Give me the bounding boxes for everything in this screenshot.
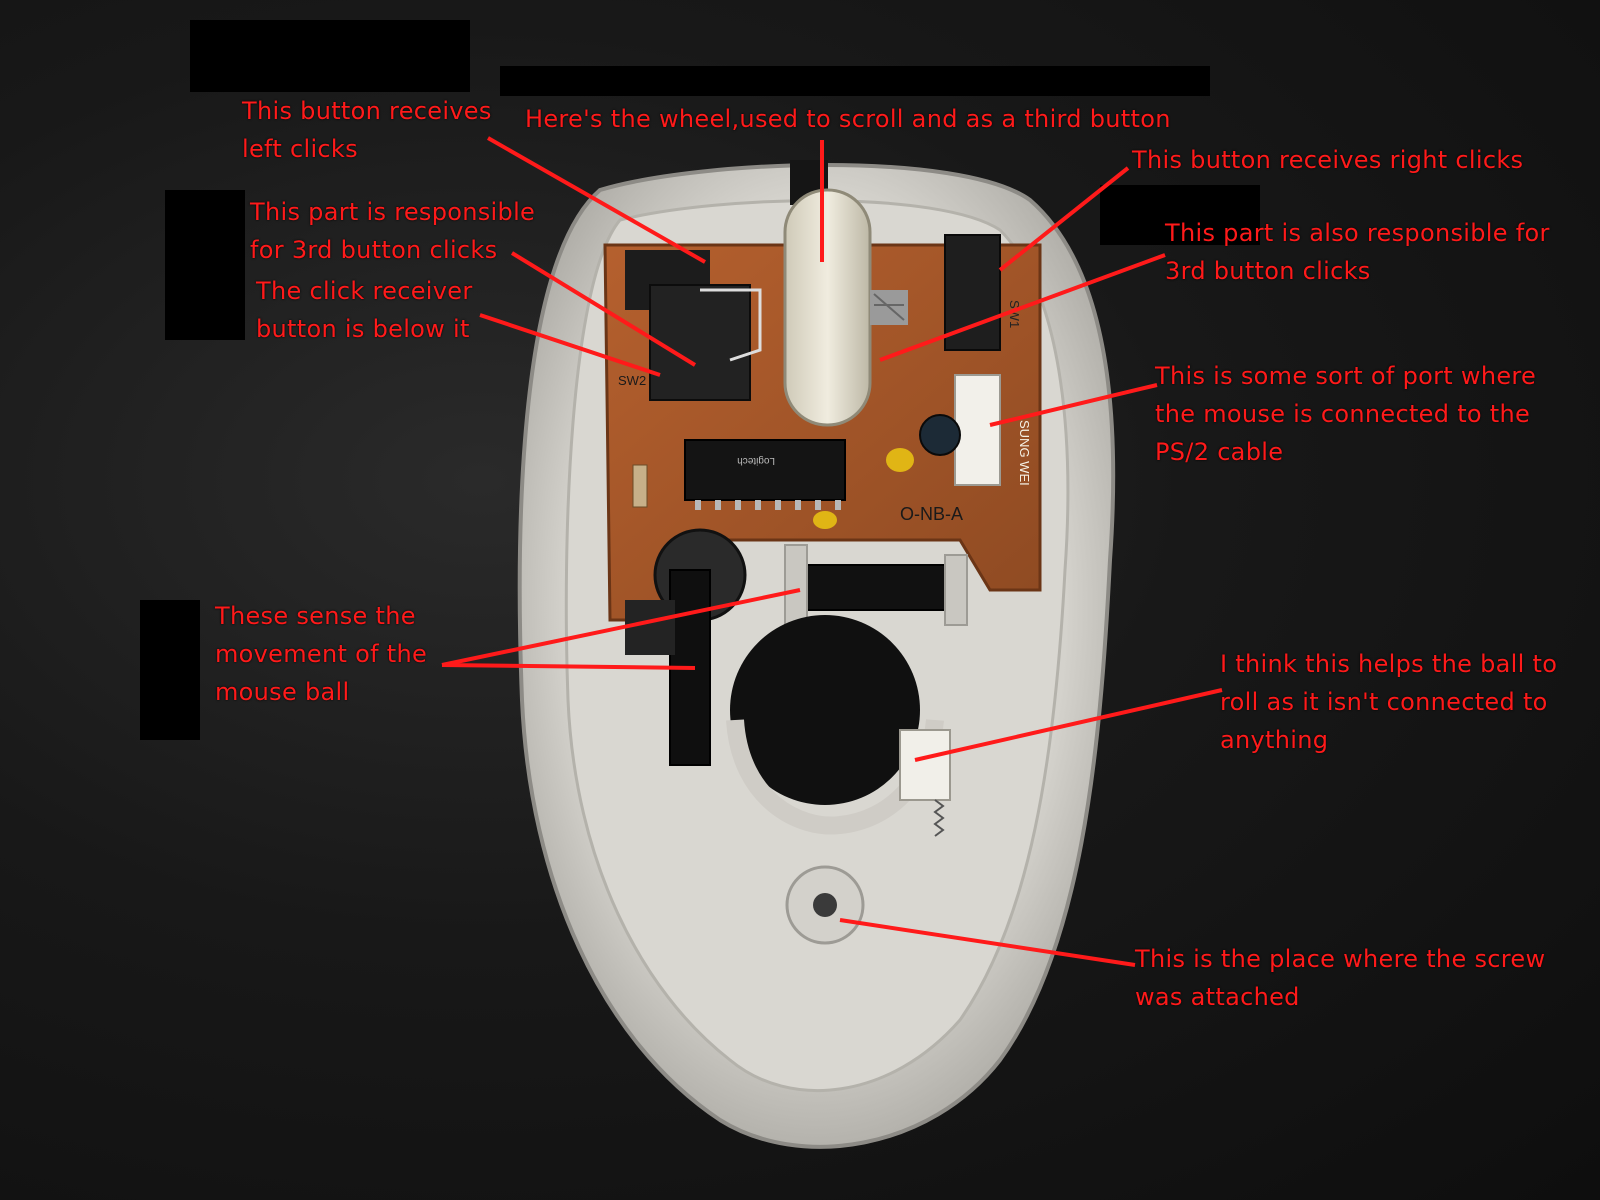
x-axis-roller bbox=[799, 564, 966, 611]
callout-ball-sensors: These sense the movement of the mouse ba… bbox=[215, 597, 427, 711]
sensor-housing-left bbox=[625, 600, 675, 655]
callout-line: roll as it isn't connected to bbox=[1220, 688, 1548, 716]
pcb-label-board: O-NB-A bbox=[900, 504, 963, 524]
resistor bbox=[632, 464, 648, 508]
plastic-rib bbox=[944, 554, 968, 626]
callout-line: mouse ball bbox=[215, 678, 350, 706]
callout-line: This is some sort of port where bbox=[1155, 362, 1537, 390]
callout-line: This button receives right clicks bbox=[1132, 146, 1524, 174]
callout-roller: I think this helps the ball to roll as i… bbox=[1220, 645, 1557, 759]
callout-line: This is the place where the screw bbox=[1135, 945, 1546, 973]
ic-chip bbox=[684, 439, 846, 501]
yellow-capacitor-small bbox=[813, 511, 837, 529]
callout-line: button is below it bbox=[256, 315, 470, 343]
idler-spring bbox=[933, 799, 945, 837]
callout-wheel: Here's the wheel,used to scroll and as a… bbox=[525, 100, 1171, 138]
callout-screw: This is the place where the screw was at… bbox=[1135, 940, 1545, 1016]
third-button-lever bbox=[700, 288, 762, 362]
callout-line: for 3rd button clicks bbox=[250, 236, 498, 264]
callout-line: This button receives bbox=[242, 97, 492, 125]
redaction-bar bbox=[140, 600, 200, 740]
callout-third-button-left: This part is responsible for 3rd button … bbox=[250, 193, 535, 269]
callout-line: was attached bbox=[1135, 983, 1300, 1011]
yellow-capacitor bbox=[886, 448, 914, 472]
y-axis-roller bbox=[669, 569, 711, 766]
callout-line: PS/2 cable bbox=[1155, 438, 1284, 466]
callout-line: the mouse is connected to the bbox=[1155, 400, 1531, 428]
redaction-bar bbox=[165, 190, 245, 340]
chip-pins bbox=[695, 500, 841, 510]
callout-line: movement of the bbox=[215, 640, 428, 668]
callout-port: This is some sort of port where the mous… bbox=[1155, 357, 1536, 471]
callout-line: 3rd button clicks bbox=[1165, 257, 1371, 285]
idler-roller bbox=[899, 729, 951, 801]
pcb-label-sw1: SW1 bbox=[1007, 300, 1022, 328]
callout-line: left clicks bbox=[242, 135, 358, 163]
callout-left-button: This button receives left clicks bbox=[242, 92, 492, 168]
left-switch-housing bbox=[649, 284, 751, 401]
redaction-bar bbox=[190, 20, 470, 92]
ps2-port-connector bbox=[954, 374, 1001, 486]
pcb-label-brand: SUNG WEI bbox=[1017, 420, 1032, 486]
callout-line: These sense the bbox=[215, 602, 416, 630]
callout-line: The click receiver bbox=[256, 277, 473, 305]
callout-line: Here's the wheel,used to scroll and as a… bbox=[525, 105, 1171, 133]
screw-hole bbox=[813, 893, 837, 917]
pcb-label-sw2: SW2 bbox=[618, 373, 646, 388]
callout-click-receiver: The click receiver button is below it bbox=[256, 272, 473, 348]
callout-line: This part is responsible bbox=[250, 198, 536, 226]
right-switch bbox=[944, 234, 1001, 351]
pcb-label-chip: Logitech bbox=[737, 455, 775, 466]
callout-line: anything bbox=[1220, 726, 1329, 754]
callout-line: This part is also responsible for bbox=[1165, 219, 1550, 247]
capacitor bbox=[919, 414, 961, 456]
callout-line: I think this helps the ball to bbox=[1220, 650, 1558, 678]
scroll-wheel bbox=[783, 188, 872, 427]
callout-third-button-right: This part is also responsible for 3rd bu… bbox=[1165, 214, 1550, 290]
callout-right-button: This button receives right clicks bbox=[1132, 141, 1523, 179]
redaction-bar bbox=[500, 66, 1210, 96]
